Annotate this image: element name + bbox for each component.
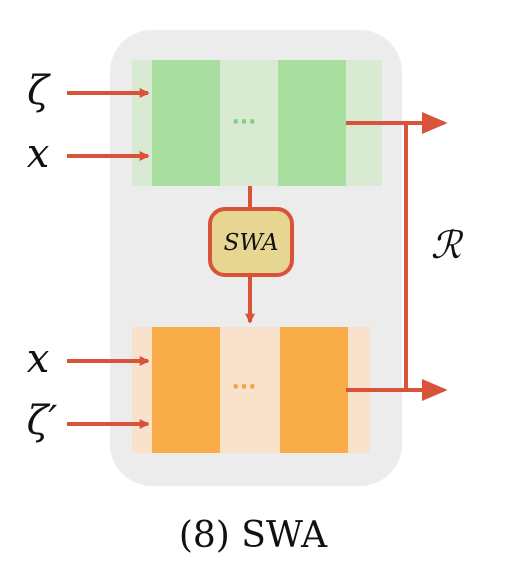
bottom-block-ellipsis: ··· — [231, 375, 256, 400]
input-label-x-top: x — [27, 131, 50, 177]
swa-node: SWA — [208, 207, 294, 277]
input-label-x-bottom: x — [27, 336, 50, 382]
swa-node-box — [208, 207, 294, 277]
caption: (8) SWA — [179, 515, 328, 556]
input-label-zeta-prime: ζ′ — [27, 398, 58, 444]
bottom-block: ··· — [132, 327, 370, 453]
top-block-left-column — [152, 60, 220, 186]
bottom-block-right-column — [280, 327, 348, 453]
top-block-ellipsis: ··· — [231, 110, 256, 135]
input-label-zeta: ζ — [27, 68, 51, 114]
top-block-right-column — [278, 60, 346, 186]
output-label-r: ℛ — [431, 223, 464, 267]
bottom-block-left-column — [152, 327, 220, 453]
swa-node-label: SWA — [224, 230, 279, 256]
top-block: ··· — [132, 60, 382, 186]
